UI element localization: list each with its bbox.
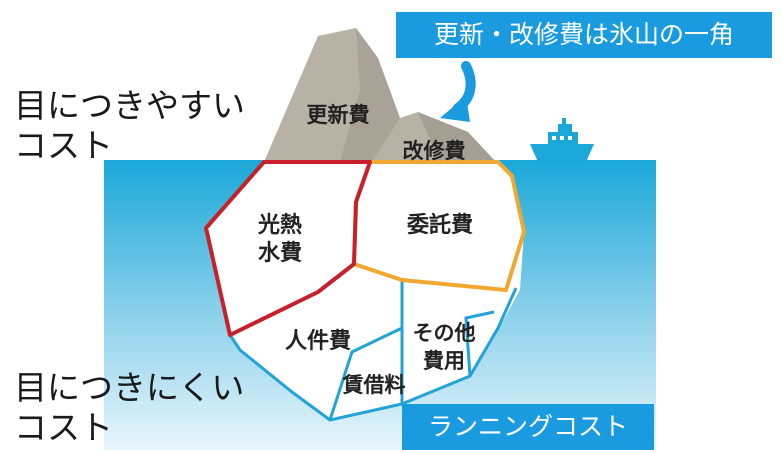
personnel-border: [464, 310, 495, 377]
utilities-border: [204, 160, 372, 337]
region-label-other-1: その他: [413, 321, 476, 345]
curved-arrow-icon: [440, 61, 476, 122]
hidden-cost-label: 目につきにくい コスト: [14, 368, 244, 448]
iceberg-underwater: [206, 162, 524, 420]
region-label-rent: 賃借料: [342, 373, 406, 397]
running-cost-banner: ランニングコスト: [402, 404, 654, 450]
hidden-cost-line-2: コスト: [14, 408, 113, 447]
region-label-utilities-2: 水費: [258, 241, 302, 266]
visible-cost-line-1: 目につきやすい: [14, 86, 245, 125]
callout-banner: 更新・改修費は氷山の一角: [396, 12, 772, 58]
hidden-border: [228, 287, 518, 422]
ship-icon: [530, 118, 594, 162]
iceberg-tip-shadow: [340, 28, 400, 162]
region-label-outsourcing: 委託費: [407, 212, 473, 238]
region-label-other-2: 費用: [423, 349, 465, 373]
visible-cost-label: 目につきやすい コスト: [14, 86, 245, 166]
hidden-cost-line-1: 目につきにくい: [14, 368, 245, 407]
visible-cost-line-2: コスト: [14, 126, 113, 165]
rent-border: [328, 326, 403, 421]
region-label-renewal: 更新費: [307, 103, 370, 127]
iceberg-tip-shadow-2: [418, 112, 496, 162]
region-label-personnel: 人件費: [285, 329, 351, 354]
region-label-repair: 改修費: [403, 139, 466, 163]
region-label-utilities-1: 光熱: [257, 212, 302, 238]
